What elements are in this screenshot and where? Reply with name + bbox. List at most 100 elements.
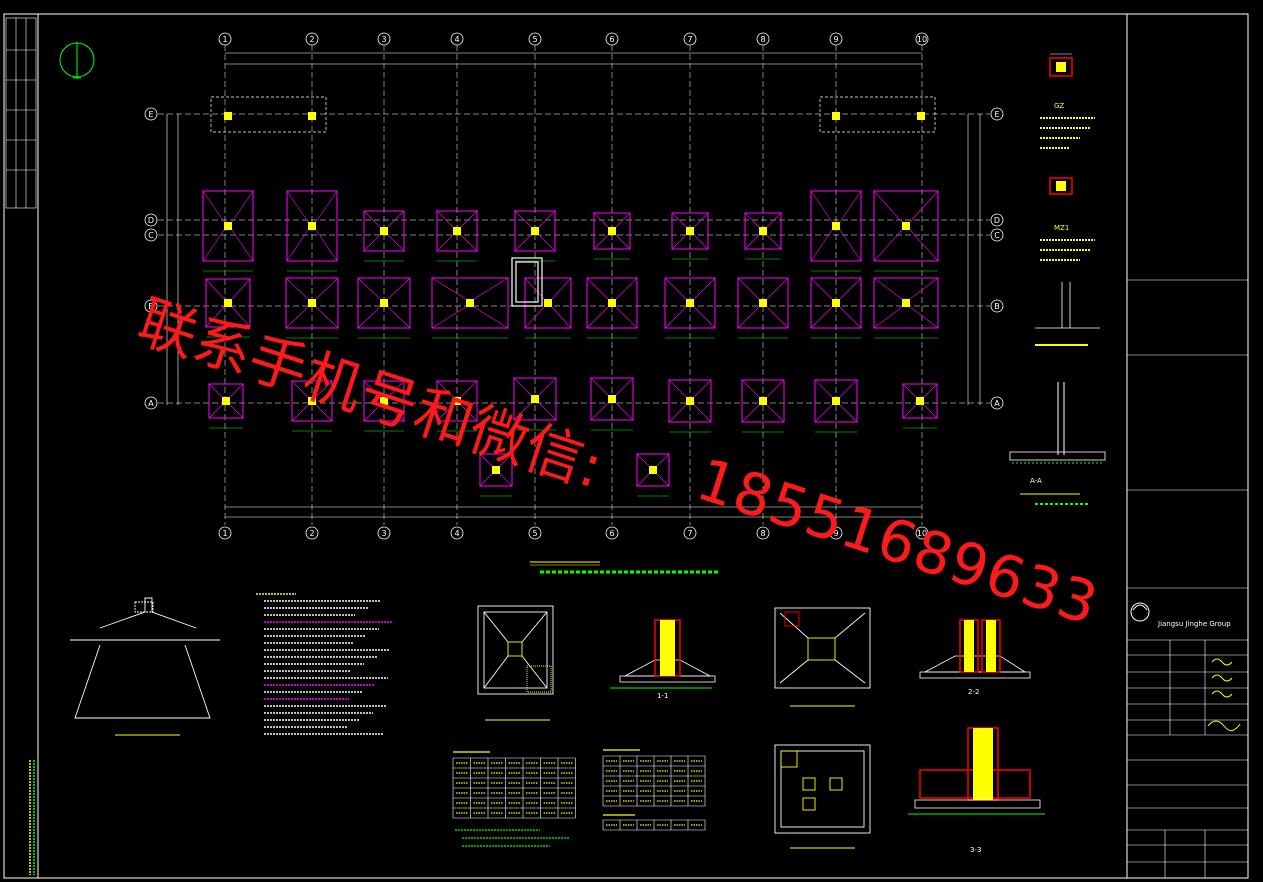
axis-bubble-top-label: 2	[309, 35, 314, 44]
footing	[741, 379, 785, 433]
axis-bubble-top-circle	[915, 32, 929, 46]
axis-bubble-left-label: E	[148, 110, 153, 119]
footing-slope-line	[315, 277, 339, 300]
footing-outline	[668, 379, 712, 423]
column-stub	[224, 299, 232, 307]
column-stub	[902, 299, 910, 307]
footing	[205, 278, 251, 338]
footing-outline	[436, 210, 478, 252]
footing-slope-line	[909, 229, 939, 262]
footing-slope-line	[668, 379, 687, 398]
footing-slope-line	[766, 277, 789, 300]
footing-slope-line	[741, 404, 760, 423]
footing	[664, 277, 716, 339]
axis-bubble-right-circle	[990, 213, 1004, 227]
footing	[873, 277, 939, 339]
column-stub	[453, 397, 461, 405]
footing-slope-line	[205, 278, 225, 300]
footing-slope-line	[810, 306, 833, 329]
footing-slope-line	[460, 380, 478, 398]
footing-slope-line	[909, 190, 939, 223]
footing-slope-line	[231, 278, 251, 300]
axis-bubble-bottom-circle	[528, 526, 542, 540]
footing-outline	[431, 277, 509, 329]
footing	[524, 277, 572, 339]
footing-slope-line	[909, 277, 939, 300]
footing-slope-line	[231, 306, 251, 328]
footing-outline	[436, 380, 478, 422]
footing-slope-line	[873, 229, 903, 262]
footing-slope-line	[387, 234, 405, 252]
footing-slope-line	[693, 277, 716, 300]
footing-slope-line	[656, 473, 670, 487]
footing	[671, 212, 709, 260]
section-3-3-label: 3-3	[970, 846, 981, 854]
footing-slope-line	[615, 377, 634, 396]
footing-plan-j1	[477, 605, 554, 695]
axis-bubble-left-circle	[144, 299, 158, 313]
column-stub	[308, 112, 316, 120]
signatures	[1207, 658, 1241, 731]
footing-slope-line	[668, 404, 687, 423]
column-stub	[759, 397, 767, 405]
axis-bubble-left-circle	[144, 228, 158, 242]
footing-slope-line	[473, 277, 509, 300]
footing-slope-line	[693, 212, 709, 228]
footing-slope-line	[615, 306, 638, 329]
footing-slope-line	[460, 210, 478, 228]
footing-slope-line	[551, 306, 572, 329]
footing-outline	[737, 277, 789, 329]
footing	[744, 212, 782, 260]
footing-outline	[513, 377, 557, 421]
footing-slope-line	[524, 277, 545, 300]
footing-outline	[291, 380, 333, 422]
column-stub	[308, 222, 316, 230]
axis-bubble-bottom-label: 5	[532, 529, 537, 538]
footing-slope-line	[664, 306, 687, 329]
footing	[291, 380, 333, 432]
footing-slope-line	[671, 234, 687, 250]
axis-bubble-top-label: 3	[381, 35, 386, 44]
footing-slope-line	[839, 379, 858, 398]
footing-slope-line	[873, 306, 903, 329]
axis-bubble-left-circle	[144, 396, 158, 410]
footing-outline	[205, 278, 251, 328]
footing-outline	[873, 277, 939, 329]
footing-slope-line	[766, 379, 785, 398]
footing	[586, 277, 638, 339]
footing	[513, 377, 557, 431]
column-stub	[492, 466, 500, 474]
footing-slope-line	[357, 306, 381, 329]
footing-outline	[664, 277, 716, 329]
axis-bubble-right-label: D	[994, 216, 1000, 225]
axis-bubble-top-circle	[829, 32, 843, 46]
footing-slope-line	[473, 306, 509, 329]
footing-slope-line	[229, 404, 244, 419]
vertical-notes	[29, 760, 35, 875]
company-logo-icon	[1130, 602, 1150, 622]
footing-outline	[593, 212, 631, 250]
footing-slope-line	[909, 306, 939, 329]
footing-slope-line	[363, 234, 381, 252]
footing-slope-line	[363, 380, 381, 398]
footing-slope-line	[231, 229, 254, 262]
footing-slope-line	[208, 404, 223, 419]
footing-slope-line	[499, 453, 513, 467]
footing-plan-j3	[774, 744, 871, 834]
footing	[814, 379, 858, 433]
column-stub	[759, 227, 767, 235]
column-stub	[224, 112, 232, 120]
axis-bubble-bottom-circle	[377, 526, 391, 540]
footing-outline	[479, 453, 513, 487]
section-2-2	[919, 619, 1031, 679]
footing-slope-line	[479, 453, 493, 467]
footing-slope-line	[436, 210, 454, 228]
column-stub	[380, 299, 388, 307]
footing-slope-line	[285, 277, 309, 300]
footing-slope-line	[839, 190, 862, 223]
axis-bubble-bottom-label: 6	[609, 529, 614, 538]
footing-plan-j2	[774, 607, 871, 689]
column-stub	[608, 299, 616, 307]
mz1-notes	[1040, 239, 1095, 261]
